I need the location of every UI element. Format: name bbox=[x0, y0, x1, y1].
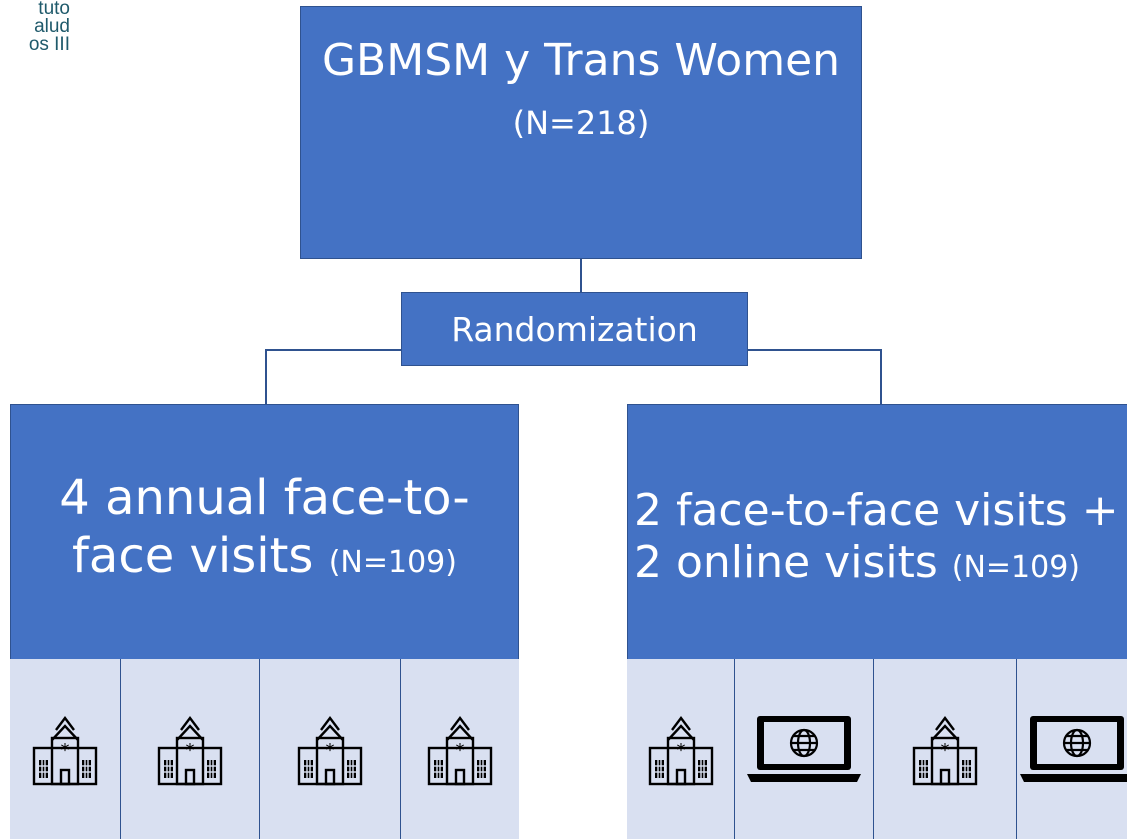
visit-cell: * bbox=[874, 659, 1017, 839]
connector-right-arm bbox=[748, 349, 882, 404]
connector-left-arm bbox=[265, 349, 401, 404]
visit-cell: * bbox=[627, 659, 735, 839]
logo-line-2: alud bbox=[34, 16, 70, 37]
visit-cell: * bbox=[10, 659, 121, 839]
population-n: (N=218) bbox=[512, 104, 650, 142]
visit-cell bbox=[1017, 659, 1127, 839]
arm-right-n: (N=109) bbox=[951, 550, 1081, 585]
laptop-globe-icon bbox=[745, 712, 863, 786]
svg-text:*: * bbox=[61, 740, 70, 761]
visit-cell bbox=[735, 659, 874, 839]
arm-right-line-1: 2 face-to-face visits + bbox=[634, 485, 1119, 536]
svg-text:*: * bbox=[326, 740, 335, 761]
arm-left-n: (N=109) bbox=[328, 545, 457, 580]
visit-cell: * bbox=[121, 659, 260, 839]
institute-logo: tuto alud os III bbox=[0, 0, 70, 54]
visit-strip-right: * * bbox=[627, 659, 1127, 839]
svg-text:*: * bbox=[186, 740, 195, 761]
visit-cell: * bbox=[260, 659, 401, 839]
population-box: GBMSM y Trans Women (N=218) bbox=[300, 6, 862, 259]
visit-cell: * bbox=[401, 659, 519, 839]
arm-left-line-2-main: face visits bbox=[72, 528, 329, 584]
svg-text:*: * bbox=[456, 740, 465, 761]
hospital-icon: * bbox=[157, 712, 223, 786]
hospital-icon: * bbox=[297, 712, 363, 786]
population-title: GBMSM y Trans Women bbox=[321, 35, 841, 86]
arm-right-line-2: 2 online visits (N=109) bbox=[634, 537, 1127, 594]
laptop-globe-icon bbox=[1018, 712, 1127, 786]
hospital-icon: * bbox=[912, 712, 978, 786]
arm-left-line-2: face visits (N=109) bbox=[11, 527, 518, 592]
logo-line-3: os III bbox=[28, 34, 70, 55]
randomization-box: Randomization bbox=[401, 292, 748, 366]
arm-mixed-box: 2 face-to-face visits + 2 online visits … bbox=[627, 404, 1127, 660]
hospital-icon: * bbox=[32, 712, 98, 786]
logo-line-1: tuto bbox=[38, 0, 70, 19]
hospital-icon: * bbox=[427, 712, 493, 786]
hospital-icon: * bbox=[648, 712, 714, 786]
svg-text:*: * bbox=[941, 740, 950, 761]
svg-text:*: * bbox=[676, 740, 685, 761]
visit-strip-left: * * * * bbox=[10, 659, 519, 839]
arm-right-line-2-main: 2 online visits bbox=[634, 537, 952, 588]
randomization-label: Randomization bbox=[451, 310, 698, 349]
arm-left-line-1: 4 annual face-to- bbox=[59, 470, 470, 526]
arm-face-to-face-box: 4 annual face-to- face visits (N=109) bbox=[10, 404, 519, 660]
